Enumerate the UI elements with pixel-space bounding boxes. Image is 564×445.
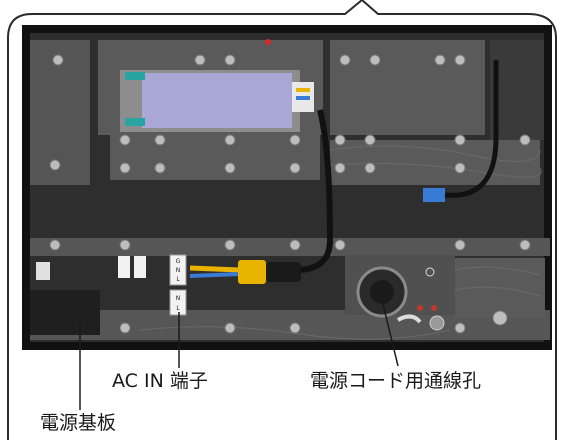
- callout-frame: [7, 0, 557, 440]
- cabinet-photo: G N L N L: [22, 25, 552, 350]
- power-cord-hole-label: 電源コード用通線孔: [310, 370, 482, 392]
- terminal-mark-1: N: [176, 267, 181, 274]
- terminal-mark-2: L: [176, 276, 180, 283]
- terminal-mark-4: L: [176, 305, 180, 312]
- power-board-label: 電源基板: [40, 412, 117, 434]
- ac-in-terminal-label: AC IN 端子: [112, 370, 208, 392]
- terminal-mark-0: G: [176, 258, 181, 265]
- power-hole-leader: [381, 299, 399, 367]
- terminal-mark-3: N: [176, 295, 181, 302]
